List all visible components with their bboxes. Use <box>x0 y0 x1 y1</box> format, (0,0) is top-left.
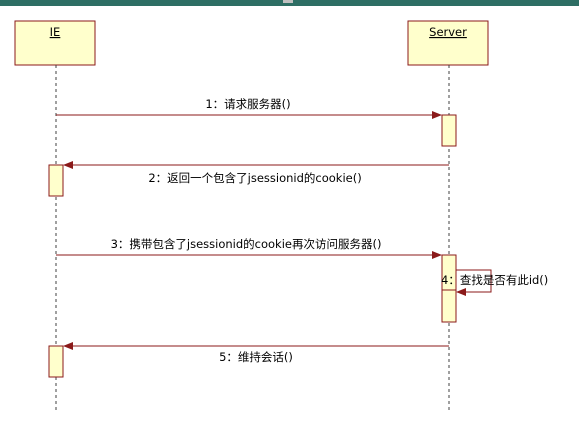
lifeline-ie: IE <box>14 20 96 412</box>
message-1: 1：请求服务器() <box>56 97 442 119</box>
window-top-handle <box>283 0 293 3</box>
message-4-label: 4：查找是否有此id() <box>441 273 548 287</box>
message-3-label: 3：携带包含了jsessionid的cookie再次访问服务器() <box>111 237 382 251</box>
message-2: 2：返回一个包含了jsessionid的cookie() <box>63 161 449 185</box>
message-5: 5：维持会话() <box>63 342 449 364</box>
activation-server-self <box>441 289 457 323</box>
lifeline-server-box[interactable] <box>407 20 489 66</box>
lifeline-server-name: Server <box>429 25 467 39</box>
activation-server-1 <box>441 114 457 147</box>
activation-ie-2 <box>48 345 64 378</box>
message-3: 3：携带包含了jsessionid的cookie再次访问服务器() <box>56 237 442 259</box>
message-1-label: 1：请求服务器() <box>205 97 290 111</box>
lifeline-server: Server <box>407 20 489 412</box>
lifeline-ie-box[interactable] <box>14 20 96 66</box>
lifeline-ie-name: IE <box>50 25 61 39</box>
activation-ie-1 <box>48 164 64 197</box>
message-5-label: 5：维持会话() <box>219 350 293 364</box>
message-4: 4：查找是否有此id() <box>441 269 548 296</box>
message-2-label: 2：返回一个包含了jsessionid的cookie() <box>148 171 361 185</box>
message-4-arrow[interactable] <box>456 269 492 296</box>
